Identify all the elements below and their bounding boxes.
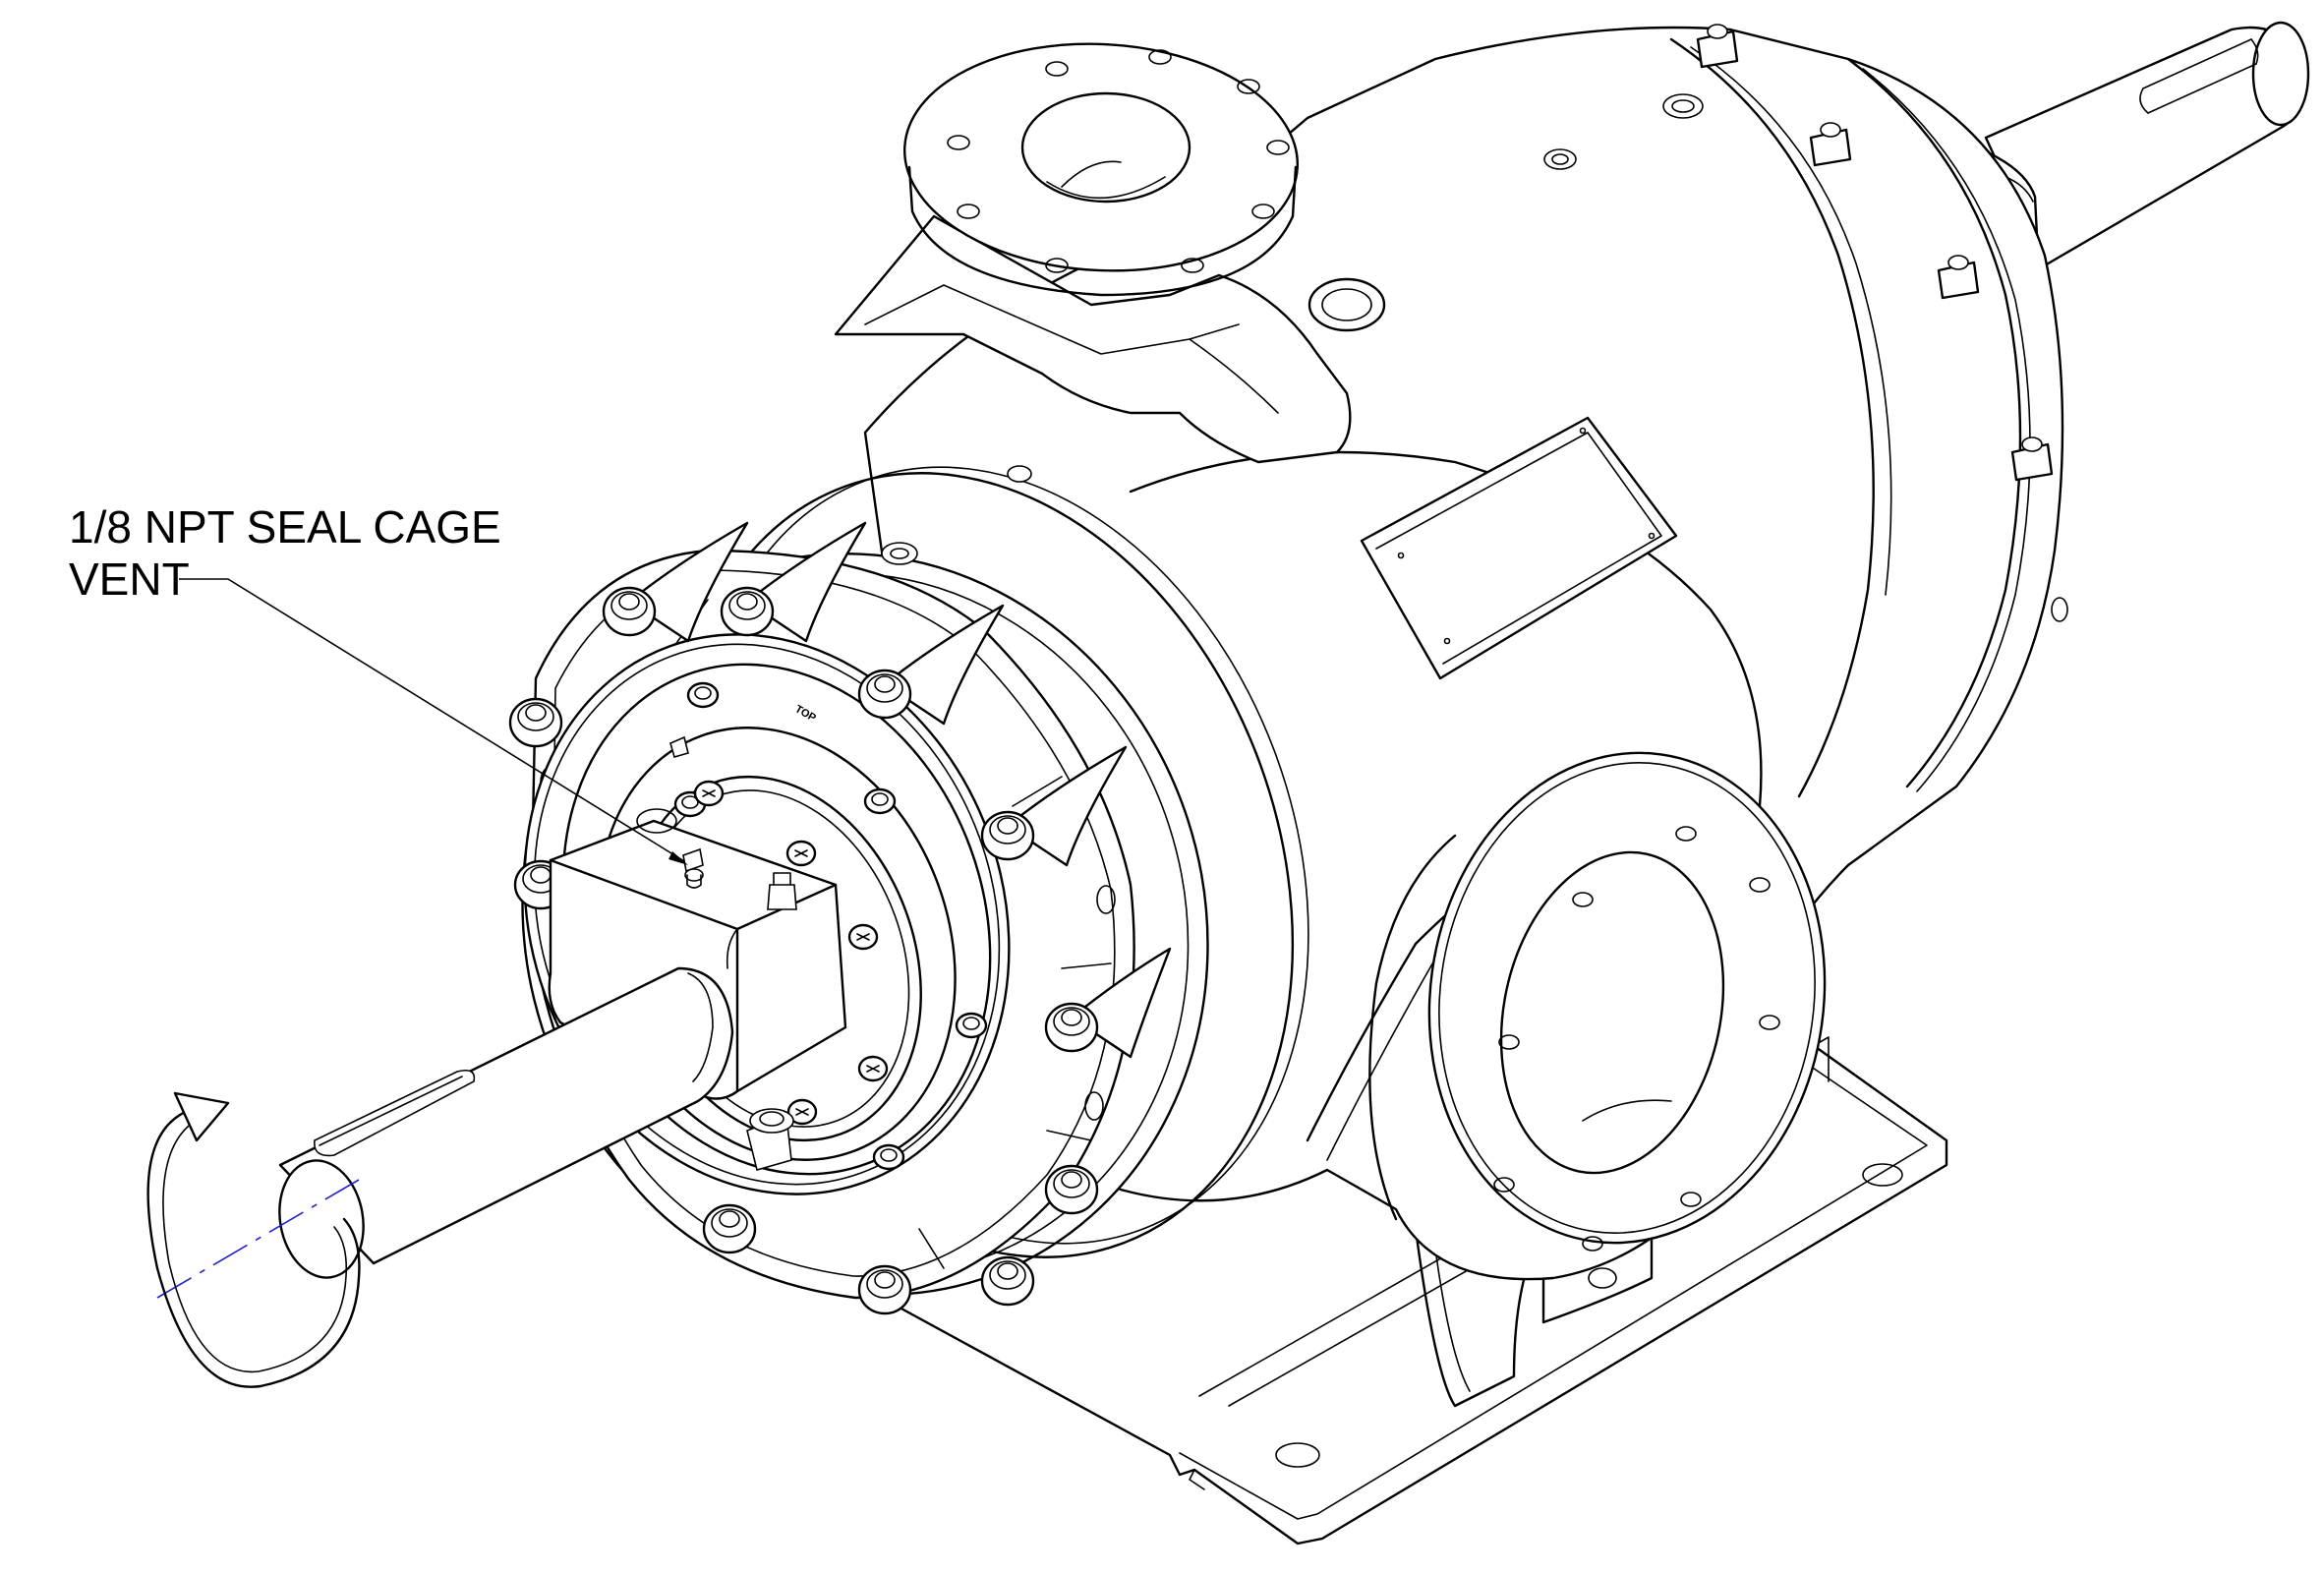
rotation-arrow-icon: [146, 1091, 361, 1388]
seal-cage-vent-callout: 1/8 NPT SEAL CAGE VENT: [69, 501, 688, 865]
callout-leader-line: [179, 578, 685, 862]
discharge-flange: [834, 42, 1386, 464]
gland-bolts: [669, 681, 988, 1171]
rear-head-bolts: [1696, 24, 2068, 622]
callout-leader-arrow: [668, 851, 688, 865]
callout-line-2: VENT: [69, 553, 190, 605]
suction-flange: [1368, 751, 1827, 1289]
lower-drain-fitting: [746, 1108, 794, 1171]
callout-line-1: 1/8 NPT SEAL CAGE: [69, 501, 501, 553]
head-bolts: [508, 521, 1172, 1315]
shaft-centerline: [156, 1179, 360, 1299]
nameplate: [1360, 416, 1678, 680]
rear-shaft: [1984, 21, 2310, 267]
seal-cage-vent-fitting: [682, 847, 704, 889]
square-plug: [767, 872, 797, 910]
